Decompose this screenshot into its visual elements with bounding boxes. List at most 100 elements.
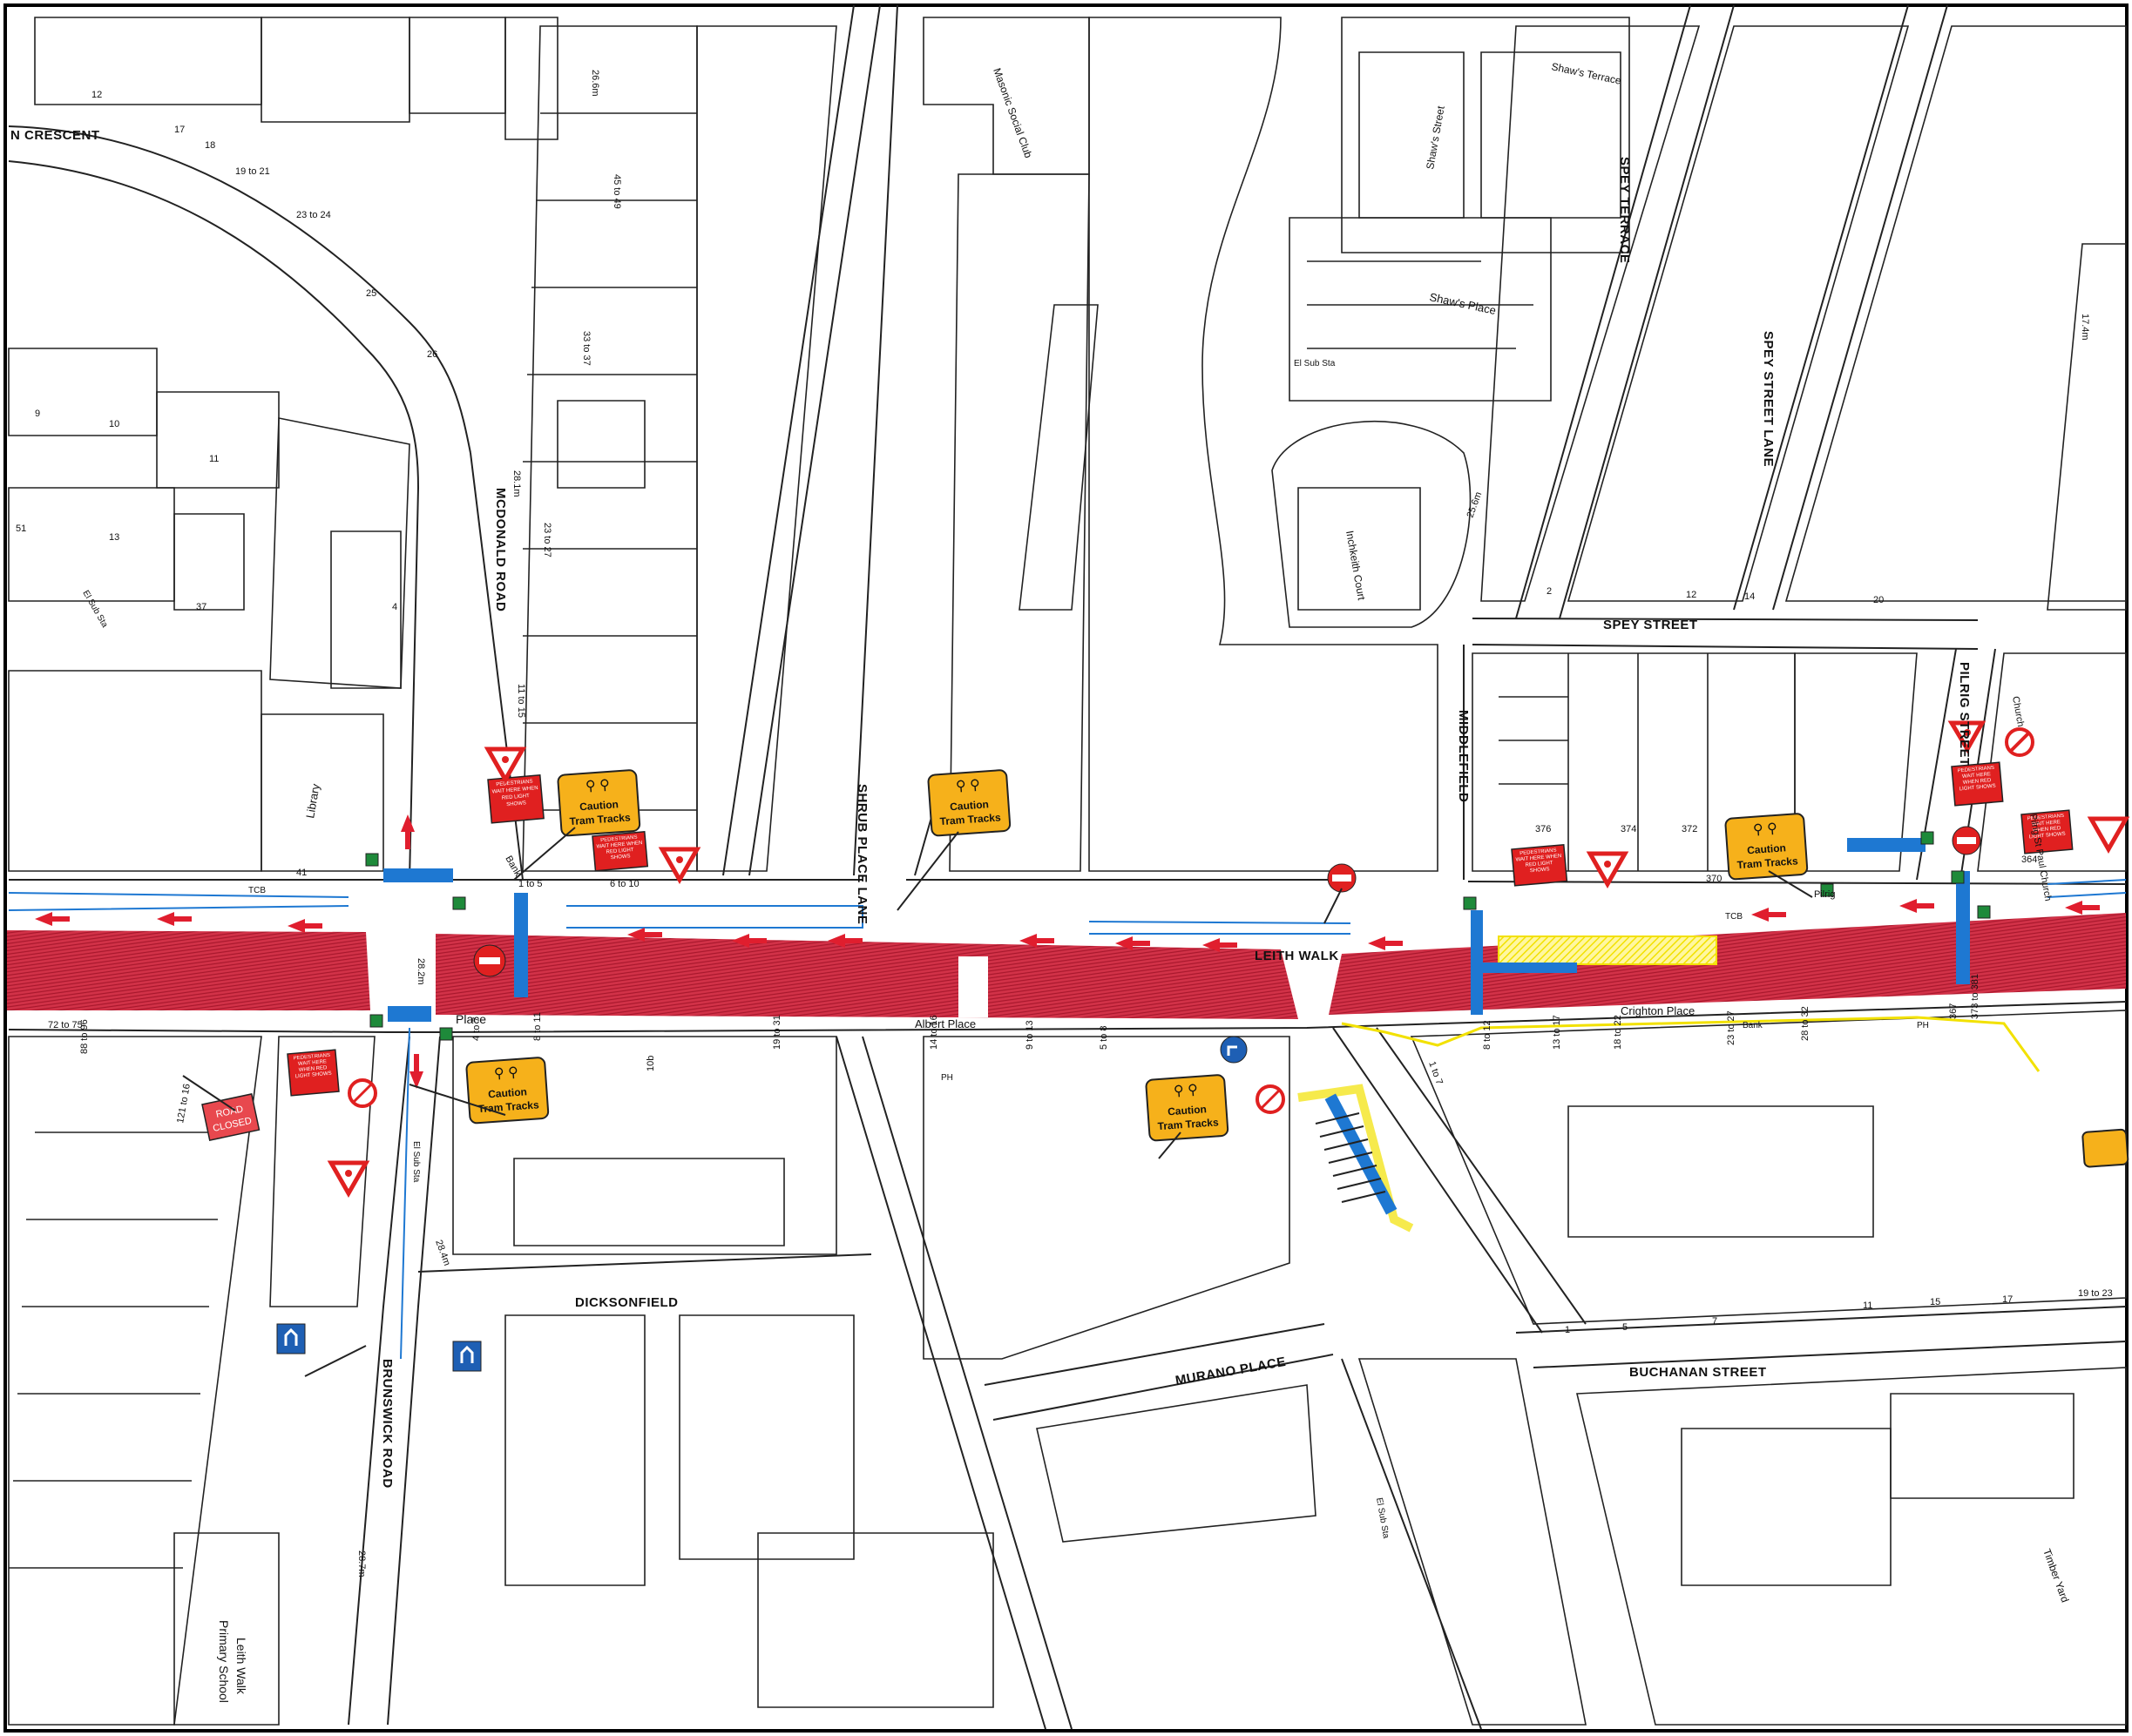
sign-caution-tram-6	[2081, 1128, 2129, 1168]
no-turn-icon	[1256, 1084, 1285, 1114]
crossing-gap	[958, 956, 988, 1017]
label-spey-street-lane: SPEY STREET LANE	[1761, 331, 1776, 467]
road-closure-hatch	[7, 913, 2126, 1019]
label-library: Library	[303, 782, 322, 819]
house-number: 4 to 7	[471, 1017, 482, 1041]
sign-pedestrian-notice-4: PEDESTRIANS WAIT HERE WHEN RED LIGHT SHO…	[1951, 761, 2004, 807]
pedestrian-notice-text: PEDESTRIANS WAIT HERE WHEN RED LIGHT SHO…	[596, 834, 643, 861]
label-brunswick-road: BRUNSWICK ROAD	[380, 1359, 395, 1489]
svg-text:⚲ ⚲: ⚲ ⚲	[585, 778, 610, 794]
house-number: 23 to 27	[542, 523, 552, 557]
barrier-south-diag	[1324, 1093, 1398, 1215]
house-number: 7	[1712, 1316, 1717, 1327]
house-number: 364	[2021, 854, 2037, 865]
traffic-signals-warning-icon	[484, 746, 527, 785]
house-number: 4	[392, 602, 397, 612]
label-crighton-place: Crighton Place	[1621, 1004, 1695, 1017]
house-number: 19 to 23	[2078, 1288, 2113, 1299]
svg-text:⚲ ⚲: ⚲ ⚲	[493, 1065, 518, 1082]
house-number: 12	[91, 90, 102, 100]
house-number: 11 to 15	[516, 684, 526, 718]
diversion-route	[1297, 936, 2041, 1233]
house-number: 72 to 75	[48, 1020, 83, 1030]
house-number: 20	[1873, 595, 1884, 605]
ahead-only-sign-icon	[452, 1341, 482, 1372]
house-number: 15	[1930, 1297, 1940, 1307]
label-el-sub-sta-2: El Sub Sta	[1294, 359, 1336, 368]
house-number: 1 to 5	[518, 879, 543, 889]
label-middlefield: MIDDLEFIELD	[1456, 710, 1471, 802]
no-entry-icon	[2005, 727, 2034, 757]
house-number: 17	[2002, 1294, 2013, 1305]
svg-text:⚲ ⚲: ⚲ ⚲	[1752, 821, 1777, 838]
house-number: 374	[1621, 824, 1636, 834]
traffic-signals-warning-icon	[327, 1160, 370, 1199]
barrier-mcdonald	[514, 893, 528, 997]
sign-caution-tram-1: ⚲ ⚲ Caution Tram Tracks	[557, 769, 641, 837]
sign-text-tram-tracks: Tram Tracks	[1157, 1116, 1219, 1132]
label-shrub-place-lane: SHRUB PLACE LANE	[855, 784, 870, 924]
no-entry-icon	[1327, 863, 1357, 893]
house-number: 14 to 16	[929, 1015, 939, 1050]
label-ph-2: PH	[1917, 1021, 1929, 1030]
house-number: 1	[1565, 1325, 1570, 1335]
house-number: 45 to 49	[612, 174, 622, 209]
svg-text:⚲ ⚲: ⚲ ⚲	[1173, 1083, 1198, 1099]
sign-text-tram-tracks: Tram Tracks	[1736, 854, 1798, 871]
house-number: 10	[109, 419, 119, 429]
barrier-brunswick	[388, 1006, 431, 1022]
house-number: 13	[109, 532, 119, 543]
label-tcb-1: TCB	[248, 886, 266, 895]
turn-left-ahead-icon	[1220, 1036, 1248, 1064]
house-number: 8 to 11	[532, 1012, 543, 1041]
label-place: Place	[456, 1012, 486, 1026]
house-number: 23 to 27	[1726, 1010, 1736, 1045]
house-number: 367	[1948, 1003, 1959, 1019]
house-number: 373 to 381	[1970, 974, 1980, 1019]
house-number: 370	[1706, 874, 1722, 884]
house-number: 376	[1535, 824, 1551, 834]
house-number: 10b	[646, 1056, 656, 1071]
traffic-arrows	[35, 814, 2100, 1089]
house-number: 6 to 10	[610, 879, 640, 889]
spot-height: 28.2m	[416, 958, 426, 985]
sign-caution-tram-3: ⚲ ⚲ Caution Tram Tracks	[1724, 813, 1809, 881]
traffic-signals-warning-icon	[1947, 720, 1986, 753]
map-border	[3, 3, 2129, 1733]
traffic-light-icons	[365, 831, 1991, 1041]
label-ph-1: PH	[941, 1073, 953, 1083]
label-spey-terrace: SPEY TERRACE	[1617, 157, 1632, 263]
house-number: 28 to 32	[1800, 1006, 1811, 1041]
sign-road-closed: ROAD CLOSED	[201, 1093, 261, 1141]
house-number: 14	[1744, 591, 1755, 602]
no-entry-icon	[473, 944, 506, 977]
no-entry-icon	[1952, 826, 1981, 855]
house-number: 33 to 37	[581, 331, 592, 366]
house-number: 12	[1686, 590, 1696, 600]
house-number: 26	[427, 349, 437, 360]
sign-pedestrian-notice-1: PEDESTRIANS WAIT HERE WHEN RED LIGHT SHO…	[487, 773, 545, 824]
sign-text-caution: Caution	[1168, 1103, 1208, 1118]
label-tcb-2: TCB	[1725, 912, 1743, 922]
house-number: 17	[174, 125, 185, 135]
label-albert-place: Albert Place	[915, 1017, 976, 1030]
barrier-pilrig	[1956, 871, 1970, 984]
house-number: 11	[1863, 1300, 1872, 1311]
pedestrian-notice-text: PEDESTRIANS WAIT HERE WHEN RED LIGHT SHO…	[293, 1052, 332, 1080]
sign-pedestrian-notice-5: PEDESTRIANS WAIT HERE WHEN RED LIGHT SHO…	[2020, 809, 2074, 854]
crossing-markings	[1315, 1112, 1386, 1203]
house-number: 8 to 12	[1482, 1020, 1492, 1050]
spot-height: 17.4m	[2080, 314, 2090, 341]
house-number: 5 to 8	[1099, 1025, 1109, 1050]
label-mcdonald-road: MCDONALD ROAD	[493, 488, 508, 611]
diversion-box	[1498, 936, 1717, 965]
label-el-sub-sta-3: El Sub Sta	[411, 1141, 421, 1183]
house-number: 9 to 13	[1025, 1020, 1035, 1050]
label-pilrig-street: PILRIG STREET	[1957, 662, 1972, 767]
spot-height: 26.6m	[590, 70, 600, 97]
house-number: 5	[1622, 1322, 1628, 1333]
barrier-middlefield	[1471, 910, 1483, 1015]
svg-text:⚲ ⚲: ⚲ ⚲	[955, 778, 980, 794]
label-crescent: N CRESCENT	[10, 128, 100, 143]
